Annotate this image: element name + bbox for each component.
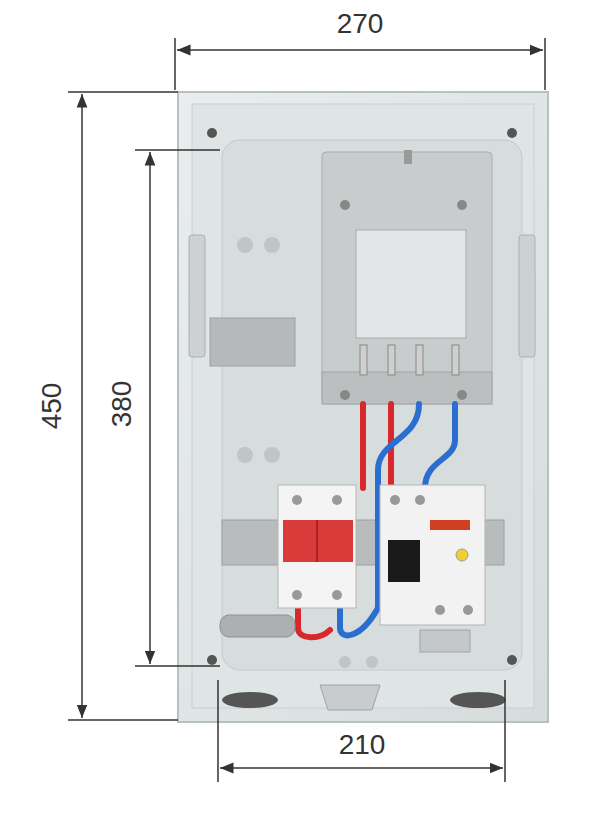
dimension-lines	[68, 38, 545, 782]
enclosure	[178, 92, 548, 722]
main-switch	[278, 485, 356, 608]
terminal-block	[420, 630, 470, 652]
dimension-label: 270	[333, 8, 388, 40]
earth-bracket	[320, 685, 380, 710]
cable-clamp	[220, 615, 295, 637]
rcbo-breaker	[380, 485, 485, 625]
dimension-label: 450	[36, 379, 68, 434]
meter-bracket	[322, 150, 492, 404]
cable-gland	[450, 692, 506, 708]
dimension-label: 210	[335, 729, 390, 761]
cable-gland	[222, 692, 278, 708]
dimension-label: 380	[106, 377, 138, 432]
din-rail	[210, 318, 295, 366]
